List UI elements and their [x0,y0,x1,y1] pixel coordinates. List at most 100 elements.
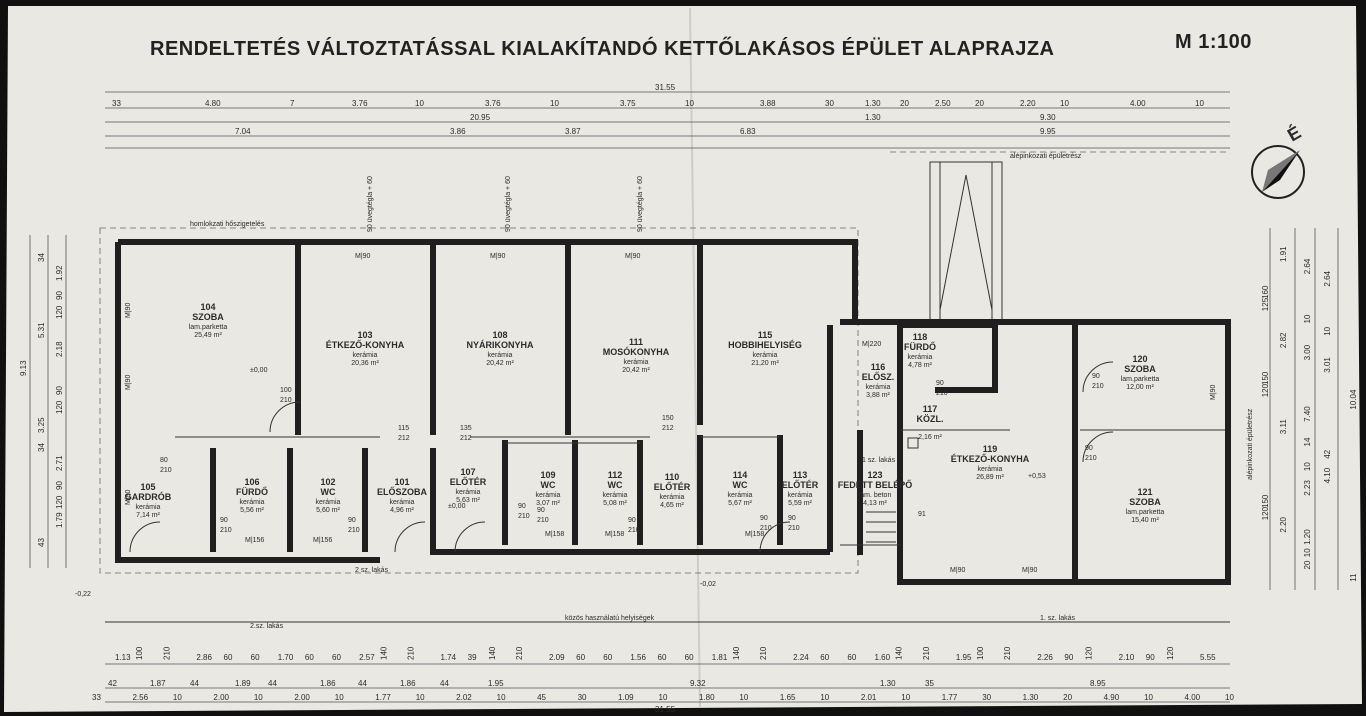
opening-label: M|156 [245,537,264,544]
room-name: SZOBA [192,312,224,322]
dim-left-value: 90 [55,481,64,490]
dim-right-value: 3.01 [1323,357,1332,373]
dim-right-value: 2.23 [1303,480,1312,496]
dim-bottom-value: 210 [162,646,171,660]
dim-bottom-value: 2.09 [549,653,565,662]
dim-bottom-value: 60 [847,653,856,662]
room-floor: kerámia [603,492,628,499]
dim-left-value: 90 [55,291,64,300]
level-marker: +0,53 [1028,473,1046,480]
room-number: 112 [608,470,623,480]
opening-label: M|90 [1022,567,1038,574]
dim-right-value: 10 [1303,314,1312,323]
dim-bottom-value: 5.55 [1200,653,1216,662]
door-height-label: 210 [1085,455,1097,462]
room-number: 113 [793,470,808,480]
door-height-label: 212 [460,435,472,442]
door-height-label: 210 [788,525,800,532]
room-name: FÜRDŐ [904,341,936,352]
room-name: WC [608,480,623,490]
dim-top-value: 10 [1195,99,1204,108]
door-width-label: 90 [518,503,526,510]
dim-bottom-value: 210 [1003,646,1012,660]
dim-bottom-value: 1.13 [115,653,131,662]
dim-top-value: 30 [825,99,834,108]
dim-bottom-value: 210 [759,646,768,660]
opening-label: M|158 [545,531,564,538]
dim-bottom-value: 60 [332,653,341,662]
room-number: 118 [913,332,928,342]
dim-bottom-value: 10 [1144,693,1153,702]
dim-top-value: 33 [112,99,121,108]
room-number: 119 [983,444,998,454]
dim-top-value: 3.75 [620,99,636,108]
dim-top-value: 4.80 [205,99,221,108]
walls-right-wing [840,319,1231,585]
dim-top-value: 3.86 [450,127,466,136]
dimension-left: 341.92901205.312.189.13901203.25342.7190… [19,235,67,568]
dim-bottom-value: 140 [895,646,904,660]
door-height-label: 210 [280,397,292,404]
room-number: 116 [871,362,886,372]
dim-right-value: 150 [1261,494,1270,508]
room-floor: kerámia [866,384,891,391]
dim-bottom-value: 210 [515,646,524,660]
dim-right-value: 2.82 [1279,332,1288,348]
door-width-label: 91 [918,511,926,518]
dim-top-value: 3.87 [565,127,581,136]
dim-bottom-value: 33 [92,693,101,702]
dim-bottom-value: 1.80 [699,693,715,702]
opening-label: M|220 [862,341,881,348]
dim-bottom-value: 140 [379,646,388,660]
dim-right-value: 42 [1323,449,1332,458]
room-area: 26,89 m² [976,474,1004,481]
dim-top-value: 2.50 [935,99,951,108]
room-number: 107 [460,467,475,477]
dim-bottom-value: 2.24 [793,653,809,662]
room-area: 5,67 m² [728,500,752,507]
dim-right-value: 10 [1323,326,1332,335]
zone-label-common: közös használatú helyiségek [565,615,655,622]
room-name: ELŐTÉR [450,476,487,487]
room-number: 106 [244,477,259,487]
dim-top-value: 9.95 [1040,127,1056,136]
room-area: 4,65 m² [660,502,684,509]
dim-top-value: 20 [900,99,909,108]
opening-label: M|156 [313,537,332,544]
dim-top-value: 1.30 [865,113,881,122]
dim-top-value: 2.20 [1020,99,1036,108]
opening-label: M|90 [355,253,371,260]
dim-left-value: 5.31 [37,322,46,338]
room-name: ELŐTÉR [654,481,691,492]
room-floor: kerámia [908,354,933,361]
window-label: 90 üvegtégla + 60 [367,176,374,232]
room-area: 20,42 m² [622,367,650,374]
dim-bottom-value: 10 [173,693,182,702]
opening-label: M|90 [490,253,506,260]
dim-left-value: 120 [55,400,64,414]
room-name: FÜRDŐ [236,486,268,497]
drawing-scale: M 1:100 [1175,31,1252,53]
room-name: ELŐTÉR [782,479,819,490]
room-name: ELŐSZOBA [377,486,428,497]
entrance-stairs [866,511,896,543]
dim-bottom-value: 60 [224,653,233,662]
walls-left-wing [115,239,858,563]
dim-right-value: 20 [1303,560,1312,569]
dim-bottom-value: 10 [335,693,344,702]
dim-bottom-value: 2.57 [359,653,375,662]
door-swings [129,361,1114,553]
door-width-label: 90 [537,507,545,514]
dim-top-value: 1.30 [865,99,881,108]
dim-bottom-value: 1.70 [278,653,294,662]
basement-part-label: alépinkozati épületrész [1010,153,1082,160]
opening-label: M|158 [745,531,764,538]
dim-bottom-value: 10 [739,693,748,702]
dim-bottom-value: 30 [982,693,991,702]
